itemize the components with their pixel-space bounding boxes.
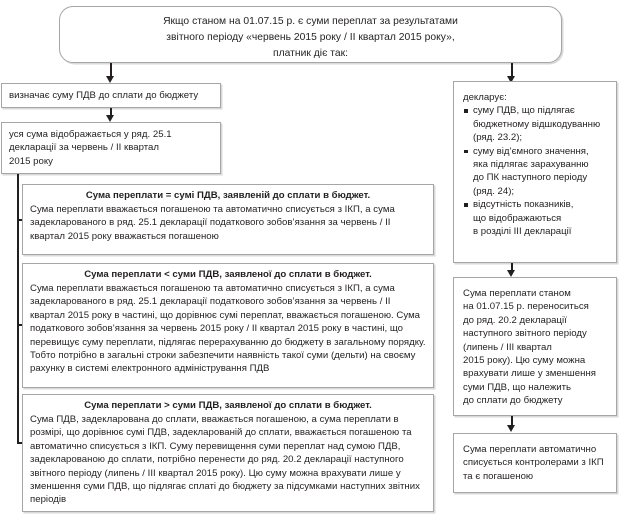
connector-left1-to-left2 xyxy=(110,108,112,118)
connector-title-to-right xyxy=(511,63,513,79)
connector-title-to-left xyxy=(110,63,112,79)
left-case-1-box: Сума переплати = сумі ПДВ, заявленій до … xyxy=(22,184,434,255)
left-case-3-body: Сума ПДВ, задекларована до сплати, вважа… xyxy=(30,414,420,506)
arrow-left1-to-left2 xyxy=(106,115,115,122)
right-step1-lead: декларує: xyxy=(463,92,507,103)
left-case-1-title: Сума переплати = сумі ПДВ, заявленій до … xyxy=(85,190,371,201)
right-step1-bullet-3: відсутність показників, що відображаютьс… xyxy=(463,198,609,238)
right-step3-box: Сума переплати автоматично списується ко… xyxy=(453,433,617,493)
left-step2-text: уся сума відображається у ряд. 25.1 декл… xyxy=(9,129,172,167)
right-step2-box: Сума переплати станом на 01.07.15 р. пер… xyxy=(453,277,617,416)
left-step2-box: уся сума відображається у ряд. 25.1 декл… xyxy=(1,122,221,174)
left-branch-trunk xyxy=(17,174,19,443)
right-step1-box: декларує: суму ПДВ, що підлягає бюджетно… xyxy=(453,81,617,263)
connector-right2-to-right3 xyxy=(511,416,513,428)
right-step2-text: Сума переплати станом на 01.07.15 р. пер… xyxy=(463,288,596,407)
left-case-2-body: Сума переплати вважається погашеною та а… xyxy=(30,283,426,375)
left-case-3-box: Сума переплати > суми ПДВ, заявленої до … xyxy=(22,394,434,512)
flowchart-title-text: Якщо станом на 01.07.15 р. є суми перепл… xyxy=(163,16,458,59)
left-case-2-title: Сума переплати < суми ПДВ, заявленої до … xyxy=(84,269,372,280)
left-case-3-title: Сума переплати > суми ПДВ, заявленої до … xyxy=(84,400,372,411)
right-step1-bullet-list: суму ПДВ, що підлягає бюджетному відшкод… xyxy=(463,104,609,238)
left-step1-box: визначає суму ПДВ до сплати до бюджету xyxy=(1,83,221,108)
arrow-title-to-left xyxy=(106,76,115,83)
right-step1-bullet-2: суму від’ємного значення, яка підлягає з… xyxy=(463,145,609,199)
right-step3-text: Сума переплати автоматично списується ко… xyxy=(463,444,604,482)
connector-right1-to-right2 xyxy=(511,263,513,273)
arrow-right2-to-right3 xyxy=(507,425,516,432)
left-step1-text: визначає суму ПДВ до сплати до бюджету xyxy=(9,90,199,101)
flowchart-title-node: Якщо станом на 01.07.15 р. є суми перепл… xyxy=(59,6,562,63)
left-case-2-box: Сума переплати < суми ПДВ, заявленої до … xyxy=(22,263,434,388)
arrow-right1-to-right2 xyxy=(507,270,516,277)
arrow-title-to-right xyxy=(507,76,516,83)
right-step1-bullet-1: суму ПДВ, що підлягає бюджетному відшкод… xyxy=(463,104,609,144)
left-case-1-body: Сума переплати вважається погашеною та а… xyxy=(30,204,395,242)
